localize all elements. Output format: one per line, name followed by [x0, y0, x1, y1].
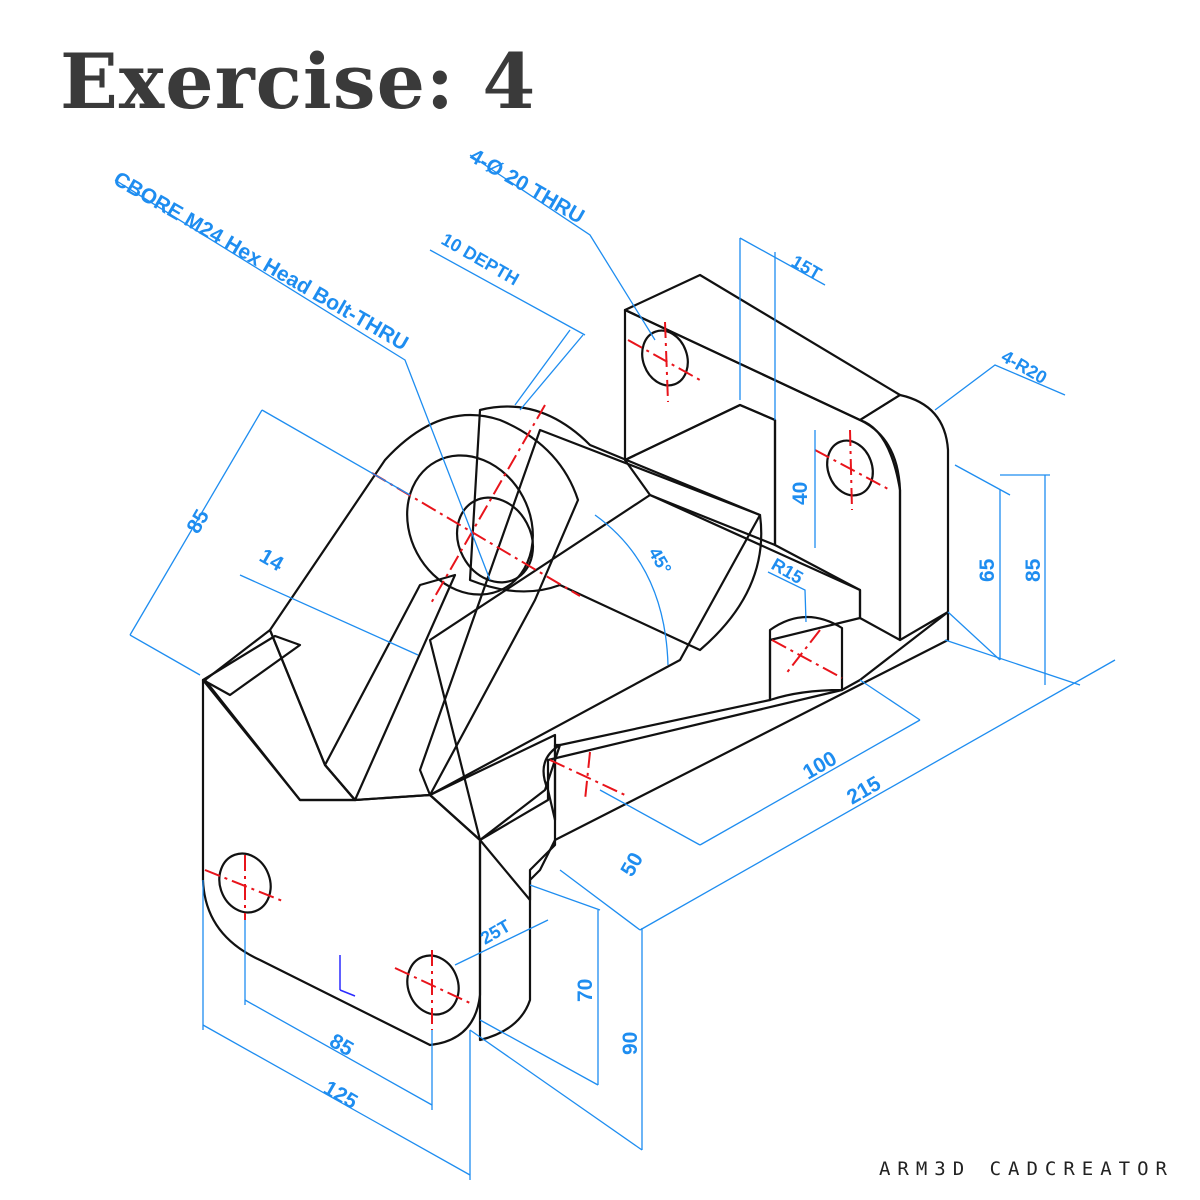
- annotation-texts: CBORE M24 Hex Head Bolt-THRU 10 DEPTH 4-…: [110, 144, 1051, 1114]
- part-body: [201, 273, 950, 1047]
- dim-100: 100: [799, 747, 841, 784]
- front-plate-side: [428, 733, 557, 1042]
- cbore-note: CBORE M24 Hex Head Bolt-THRU: [110, 167, 413, 355]
- lug-cylinder: [468, 405, 763, 652]
- brand-watermark: ARM3D CADCREATOR: [878, 1158, 1174, 1180]
- dim-14: 14: [256, 544, 288, 576]
- radius-corner-note: 4-R20: [998, 346, 1050, 388]
- centerlines: [204, 321, 891, 1030]
- base-top-face: [428, 493, 862, 842]
- thick-base-note: 25T: [477, 916, 514, 949]
- front-hole-left: [218, 852, 272, 914]
- angle-note: 45°: [645, 544, 676, 578]
- back-plate-top-face: [623, 273, 902, 422]
- base-rear-notch: [768, 615, 844, 702]
- base-front-slot: [542, 743, 562, 822]
- cbore-hole-outer: [406, 454, 534, 596]
- page-title: Exercise: 4: [60, 37, 537, 126]
- holes-note: 4-Ø 20 THRU: [466, 144, 589, 228]
- dimension-lines: [114, 154, 1116, 1180]
- dim-40: 40: [789, 482, 812, 505]
- inner-shelf-face: [623, 403, 777, 547]
- base-side-face: [478, 610, 950, 902]
- back-hole-left: [641, 329, 689, 387]
- dim-65: 65: [976, 558, 999, 582]
- front-hole-right: [406, 954, 460, 1016]
- dim-50: 50: [616, 849, 648, 881]
- dim-215: 215: [843, 772, 885, 810]
- cbore-hole-inner: [455, 496, 535, 584]
- dim-85-upright: 85: [182, 505, 214, 537]
- arm-front-face: [268, 413, 580, 802]
- arm-slot-groove: [323, 573, 457, 802]
- back-hole-right: [826, 439, 874, 497]
- dim-125: 125: [320, 1076, 362, 1114]
- dim-85-right: 85: [1022, 558, 1045, 582]
- dim-90: 90: [619, 1032, 642, 1055]
- thick-top-note: 15T: [788, 251, 825, 284]
- dim-70: 70: [574, 979, 597, 1002]
- dim-85-bottom: 85: [326, 1029, 358, 1061]
- back-plate-side-face: [858, 393, 950, 642]
- depth-note: 10 DEPTH: [438, 229, 523, 289]
- front-plate-top: [201, 634, 302, 697]
